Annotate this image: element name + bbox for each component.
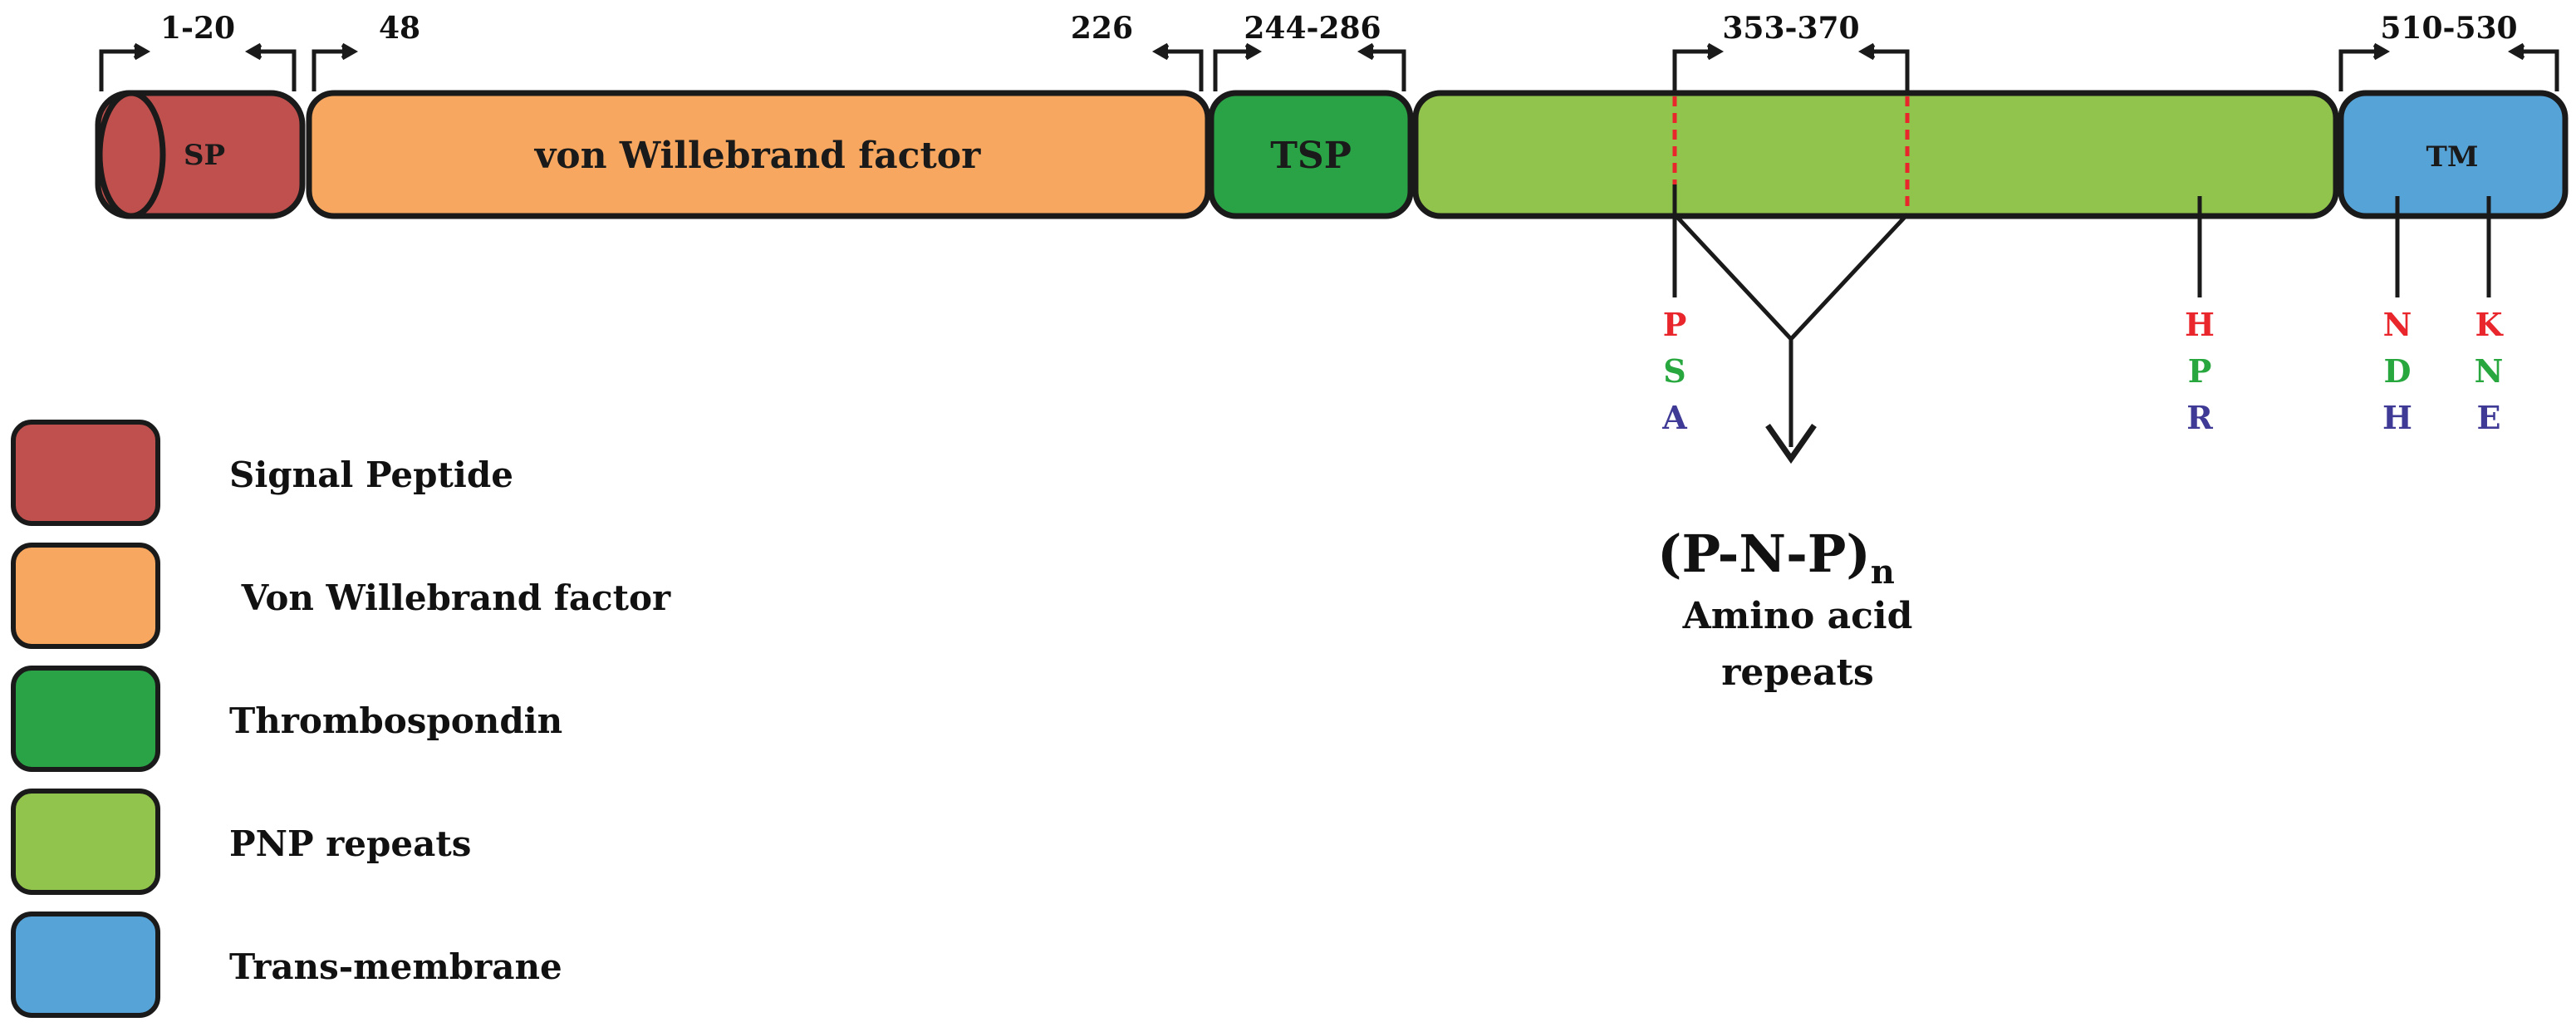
domain-tm [2338, 90, 2569, 219]
residues-site1: P S A [1661, 306, 1687, 436]
residues-site2: H P R [2185, 306, 2215, 436]
bracket-sp [99, 42, 297, 91]
legend-swatch-pnp [11, 789, 160, 895]
residue-site1-blue: A [1661, 399, 1687, 436]
repeat-boundaries [1672, 96, 1910, 213]
position-label-repeat: 353-370 [1722, 11, 1859, 46]
residue-site1-green: S [1663, 352, 1685, 390]
residue-site2-blue: R [2186, 399, 2213, 436]
domain-tsp [1208, 90, 1414, 219]
domain-label-tm: TM [2426, 140, 2479, 174]
position-label-sp: 1-20 [160, 11, 235, 46]
bracket-vwf-end [1151, 42, 1204, 91]
legend-swatch-vwf [11, 543, 160, 649]
position-label-vwf-end: 226 [1071, 11, 1133, 46]
residue-site3-blue: H [2382, 399, 2412, 436]
residue-site2-green: P [2188, 352, 2212, 390]
position-label-tm: 510-530 [2380, 11, 2517, 46]
site-lines [1672, 184, 2491, 464]
residue-site2-red: H [2185, 306, 2215, 343]
legend [11, 420, 160, 1018]
legend-label-tsp: Thrombospondin [229, 700, 562, 741]
position-label-tsp: 244-286 [1244, 11, 1381, 46]
legend-swatch-tm [11, 912, 160, 1018]
domain-label-vwf: von Willebrand factor [534, 135, 981, 177]
motif-line1: Amino acid [1682, 595, 1913, 637]
residue-site4-green: N [2475, 352, 2504, 390]
legend-swatch-sp [11, 420, 160, 526]
legend-label-tm: Trans-membrane [229, 946, 562, 987]
repeat-connector [1673, 213, 1909, 342]
domain-label-tsp: TSP [1270, 135, 1352, 177]
legend-swatch-tsp [11, 666, 160, 772]
residue-site4-blue: E [2477, 399, 2501, 436]
domain-bar [95, 90, 2569, 219]
domain-pnp [1412, 90, 2339, 219]
bracket-vwf-start [312, 42, 359, 91]
position-label-vwf-start: 48 [379, 11, 420, 46]
bracket-tsp [1213, 42, 1406, 91]
bracket-tm [2338, 42, 2559, 91]
legend-label-vwf: Von Willebrand factor [229, 577, 671, 618]
residue-site1-red: P [1663, 306, 1687, 343]
residue-site3-green: D [2384, 352, 2412, 390]
motif-label: (P-N-P)n [1657, 523, 1895, 592]
domain-label-sp: SP [184, 139, 225, 172]
domain-vwf [306, 90, 1211, 219]
repeat-arrow-head [1765, 423, 1817, 464]
motif-line2: repeats [1721, 651, 1874, 694]
residues-site4: K N E [2475, 306, 2505, 436]
motif-main-text: (P-N-P) [1657, 523, 1871, 584]
legend-label-pnp: PNP repeats [229, 823, 471, 864]
motif-subscript: n [1871, 553, 1895, 592]
residue-site4-red: K [2475, 306, 2504, 343]
domain-sp-cap [96, 90, 166, 219]
position-brackets [99, 42, 2559, 91]
residues-site3: N D H [2382, 306, 2412, 436]
legend-label-sp: Signal Peptide [229, 455, 513, 495]
bracket-repeat [1672, 42, 1910, 91]
residue-site3-red: N [2383, 306, 2412, 343]
